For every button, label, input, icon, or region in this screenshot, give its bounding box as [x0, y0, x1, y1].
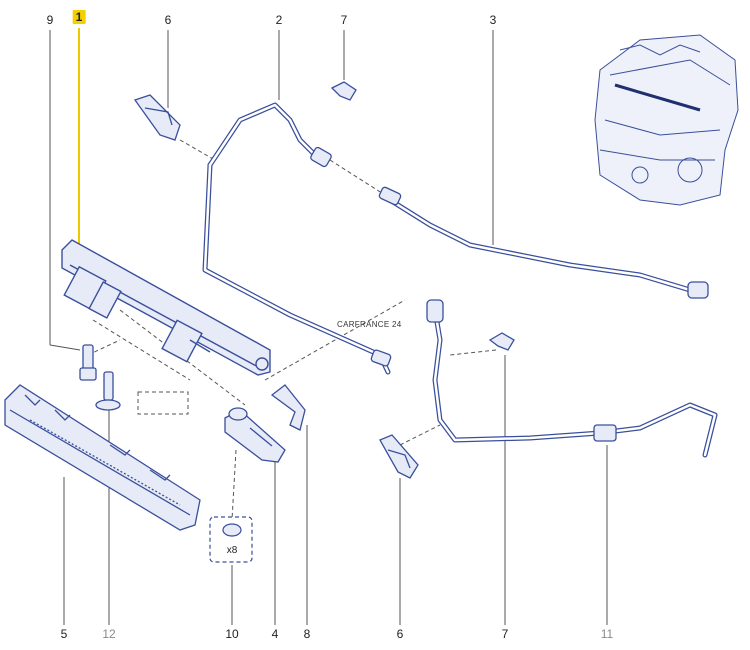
pipe-connectors [310, 146, 709, 442]
engine-thumbnail [594, 34, 739, 206]
watermark: CARFRANCE 24 [337, 320, 402, 329]
callout-label-9: 9 [46, 13, 54, 27]
manifold-bracket [4, 384, 201, 531]
callout-label-6-top: 6 [164, 13, 172, 27]
small-clips [330, 81, 515, 351]
quantity-note: x8 [226, 545, 238, 556]
callout-label-7-top: 7 [340, 13, 348, 27]
callout-label-6-bottom: 6 [396, 627, 404, 641]
callout-label-10: 10 [225, 627, 239, 641]
o-ring-box [209, 516, 253, 563]
callout-label-12: 12 [102, 627, 116, 641]
callout-label-11: 11 [600, 627, 614, 641]
callout-label-5: 5 [60, 627, 68, 641]
callout-label-8: 8 [303, 627, 311, 641]
callout-label-7-bottom: 7 [501, 627, 509, 641]
callout-label-2: 2 [275, 13, 283, 27]
fuel-injector [224, 407, 286, 463]
screws [79, 344, 121, 411]
callout-label-3: 3 [489, 13, 497, 27]
fuel-rail [61, 239, 271, 376]
pipe-clips [133, 94, 419, 479]
dashed-assembly-lines [87, 139, 497, 521]
leader-lines [49, 28, 608, 625]
injector-clip [270, 384, 306, 431]
callout-label-4: 4 [271, 627, 279, 641]
callout-label-1-highlighted: 1 [72, 10, 86, 24]
